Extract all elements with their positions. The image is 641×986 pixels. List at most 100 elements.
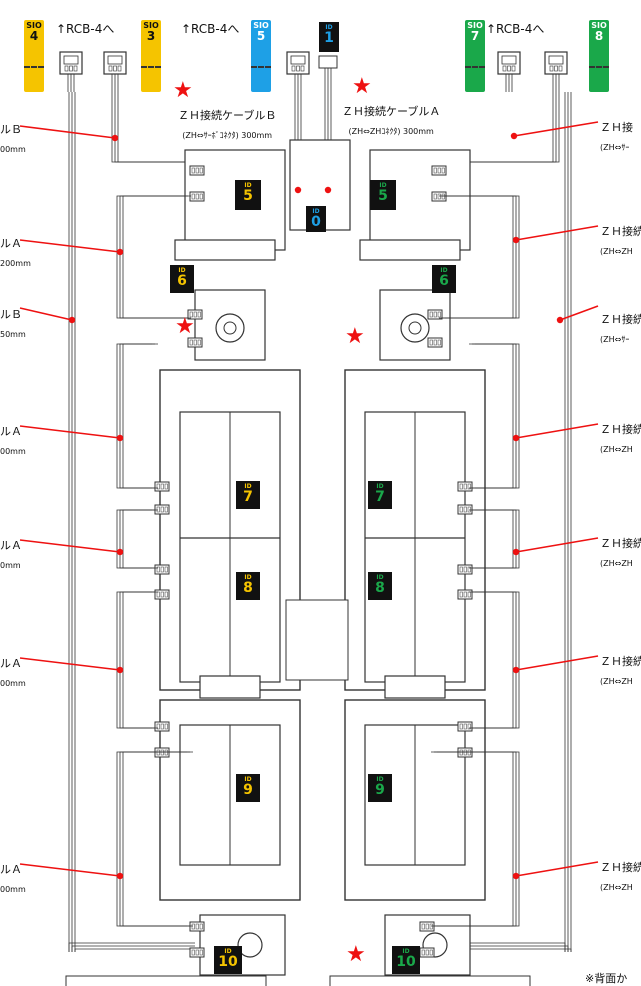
cable-label-spec: (ZH⇔ZH [600, 559, 633, 568]
left-connector-pin [199, 167, 203, 174]
servo-id-tag: ID [325, 24, 333, 31]
shoulder-servo [194, 289, 266, 361]
servo-id-number: 9 [375, 782, 385, 798]
outer-left-end [68, 942, 195, 952]
right-loop-wire [445, 195, 520, 319]
right-loop-wire [475, 343, 520, 489]
left-connector-pin [193, 311, 197, 318]
servo-id-tag: ID [178, 267, 186, 274]
star-marker: ★ [173, 78, 193, 103]
sio-tag-number: 8 [594, 29, 604, 43]
top-plug-sio7-pin [511, 65, 516, 72]
left-loop-wire [119, 591, 155, 729]
cable-label-name: ＺＨ接続 [600, 423, 641, 436]
callout-line [19, 425, 121, 439]
servo-id-tag: ID [376, 776, 384, 783]
servo-horn-center [408, 321, 422, 335]
cable-label-spec: 50mm [0, 330, 26, 339]
cable-label-name: ＺＨ接 [600, 121, 633, 134]
cable-label-spec: 00mm [0, 885, 26, 894]
right-connector-pin [459, 591, 463, 598]
outer-left-end [71, 945, 195, 952]
right-connector-pin [463, 483, 467, 490]
left-connector-pin [156, 749, 160, 756]
bottom-note: ※背面か [585, 972, 628, 985]
rcb-arrow-label: ↑RCB-4へ [181, 22, 240, 36]
top-plug-sio5-pins [290, 55, 306, 65]
cable-label-name: ＺＨ接続 [600, 225, 641, 238]
servo-id-tag: ID [402, 948, 410, 955]
left-connector-pin [164, 566, 168, 573]
left-connector-pin [156, 483, 160, 490]
callout-line [19, 239, 121, 253]
callout-line [515, 423, 599, 439]
callout-line [19, 125, 116, 139]
elbow-joint [199, 675, 261, 699]
connection-marker [324, 186, 332, 194]
left-connector-pin [189, 311, 193, 318]
right-connector-pin [463, 749, 467, 756]
left-loop-wire [122, 591, 158, 729]
cable-label-spec: (ZH⇔ｻｰ [600, 143, 630, 152]
left-connector-pin [164, 506, 168, 513]
top-cable-label: ＺＨ接続ケーブルＡ(ZH⇔ZHｺﾈｸﾀ) 300mm [342, 100, 440, 138]
servo-id-tag: ID [224, 948, 232, 955]
cable-label-spec: (ZH⇔ｻｰﾎﾞｺﾈｸﾀ) 300mm [182, 131, 273, 140]
elbow-joint [384, 675, 446, 699]
left-connector-pin [195, 949, 199, 956]
right-connector-pin [433, 167, 437, 174]
sio-tag-number: 4 [29, 29, 39, 43]
cable-label-spec: 00mm [0, 145, 26, 154]
servo-id-number: 8 [375, 580, 385, 596]
right-connector-pin [459, 566, 463, 573]
left-connector-pin [160, 483, 164, 490]
right-connector-pin [459, 483, 463, 490]
servo-id-number: 5 [243, 188, 253, 204]
outer-left-end [74, 948, 195, 952]
sio-tag-label: SIO [591, 21, 607, 30]
left-loop-wire [122, 343, 158, 489]
cable-label-name: ルＡ [0, 657, 22, 670]
cable-label-name: ルＡ [0, 539, 22, 552]
top-plug-sio3-pin [113, 65, 117, 72]
right-cable-label: ＺＨ接続(ZH⇔ｻｰ [600, 308, 641, 346]
connection-marker [294, 186, 302, 194]
left-loop-wire [122, 195, 191, 319]
cable-label-spec: (ZH⇔ZH [600, 445, 633, 454]
left-connector-pin [191, 923, 195, 930]
sio-tag-number: 5 [256, 29, 266, 43]
left-connector-pin [195, 923, 199, 930]
cable-label-name: ルＢ [0, 123, 22, 136]
servo-horn-center [223, 321, 237, 335]
right-connector-pin [421, 923, 425, 930]
left-cable-label: ルＡ 00mm [0, 420, 26, 458]
servo-id-number: 10 [396, 954, 416, 970]
right-connector-pin [459, 506, 463, 513]
right-connector-pin [459, 749, 463, 756]
callout-line [19, 307, 73, 321]
cable-label-spec: 00mm [0, 447, 26, 456]
sio-tag-label: SIO [143, 21, 159, 30]
cable-label-name: ルＡ [0, 425, 22, 438]
left-connector-pin [193, 339, 197, 346]
right-connector-pin [437, 167, 441, 174]
callout-line [19, 657, 121, 671]
right-connector-pin [467, 566, 471, 573]
sio-stripe [141, 66, 161, 71]
cable-label-spec: 200mm [0, 259, 31, 268]
right-connector-pin [463, 566, 467, 573]
right-connector-pin [433, 339, 437, 346]
sio-stripe [251, 66, 271, 71]
right-connector-pin [421, 949, 425, 956]
right-loop-wire [475, 591, 520, 729]
right-cable-label: ＺＨ接続(ZH⇔ZH [600, 650, 641, 688]
outer-right-end [445, 948, 572, 952]
